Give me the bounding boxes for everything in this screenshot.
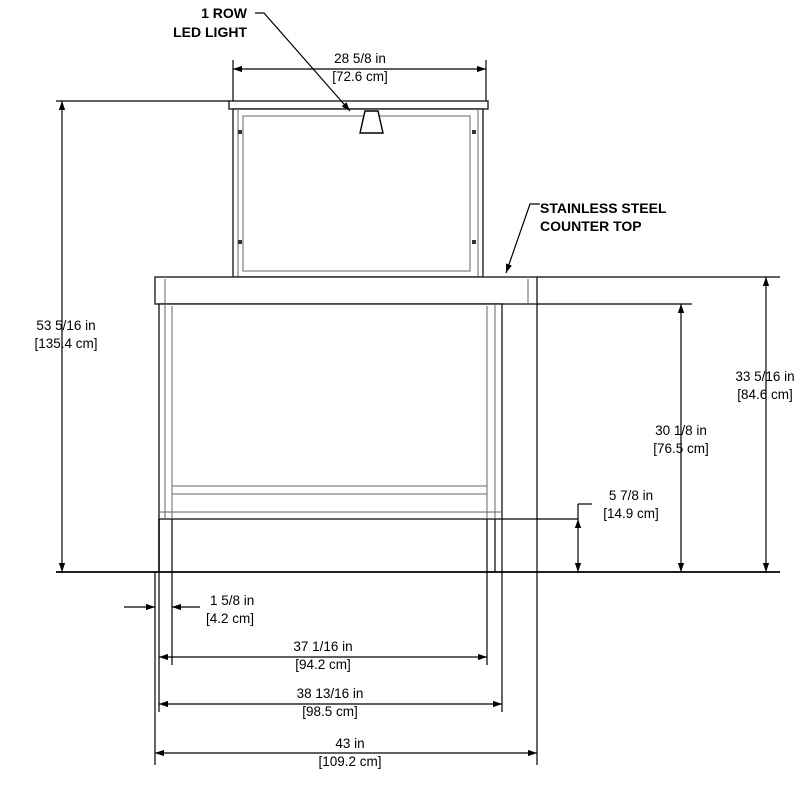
body-width-label-in: 38 13/16 in (297, 686, 364, 701)
counter-height-label-in: 33 5/16 in (735, 369, 794, 384)
toe-height-label-in: 5 7/8 in (609, 488, 653, 503)
led-callout-line2: LED LIGHT (173, 24, 247, 40)
body-width-label-cm: [98.5 cm] (302, 704, 358, 719)
side-offset-label-in: 1 5/8 in (210, 593, 254, 608)
case-right-bolt (472, 130, 476, 134)
case-left-bolt (238, 130, 242, 134)
counter-height-label-cm: [84.6 cm] (737, 387, 793, 402)
case-glass-panel (242, 115, 471, 272)
side-offset-label-cm: [4.2 cm] (206, 611, 254, 626)
callout-leaders (255, 12, 540, 274)
toe-height-label-cm: [14.9 cm] (603, 506, 659, 521)
overall-width-label-in: 43 in (335, 736, 364, 751)
led-callout-line1: 1 ROW (201, 5, 248, 21)
counter-top (154, 276, 538, 305)
overall-height-label-in: 53 5/16 in (36, 318, 95, 333)
display-case (228, 100, 489, 278)
counter-callout-line1: STAINLESS STEEL (540, 200, 667, 216)
case-top-cap (228, 100, 489, 110)
top-width-label-cm: [72.6 cm] (332, 69, 388, 84)
cabinet-kick-panel (171, 485, 488, 495)
door-width-label-cm: [94.2 cm] (295, 657, 351, 672)
case-frame (232, 108, 484, 278)
counter-callout-line2: COUNTER TOP (540, 218, 642, 234)
overall-width-label-cm: [109.2 cm] (318, 754, 381, 769)
led-light-fixture (359, 110, 384, 134)
top-width-label-in: 28 5/8 in (334, 51, 386, 66)
body-height-label-in: 30 1/8 in (655, 423, 707, 438)
overall-height-label-cm: [135.4 cm] (34, 336, 97, 351)
counter-leader (505, 203, 540, 274)
case-left-bolt-low (238, 240, 242, 244)
cabinet-body (158, 303, 503, 520)
extension-lines (56, 60, 780, 765)
body-height-label-cm: [76.5 cm] (653, 441, 709, 456)
led-leader (255, 12, 351, 112)
case-right-bolt-low (472, 240, 476, 244)
door-width-label-in: 37 1/16 in (293, 639, 352, 654)
base-cabinet (158, 303, 503, 572)
dimension-lines (58, 65, 770, 757)
counter-top-slab (154, 276, 538, 305)
